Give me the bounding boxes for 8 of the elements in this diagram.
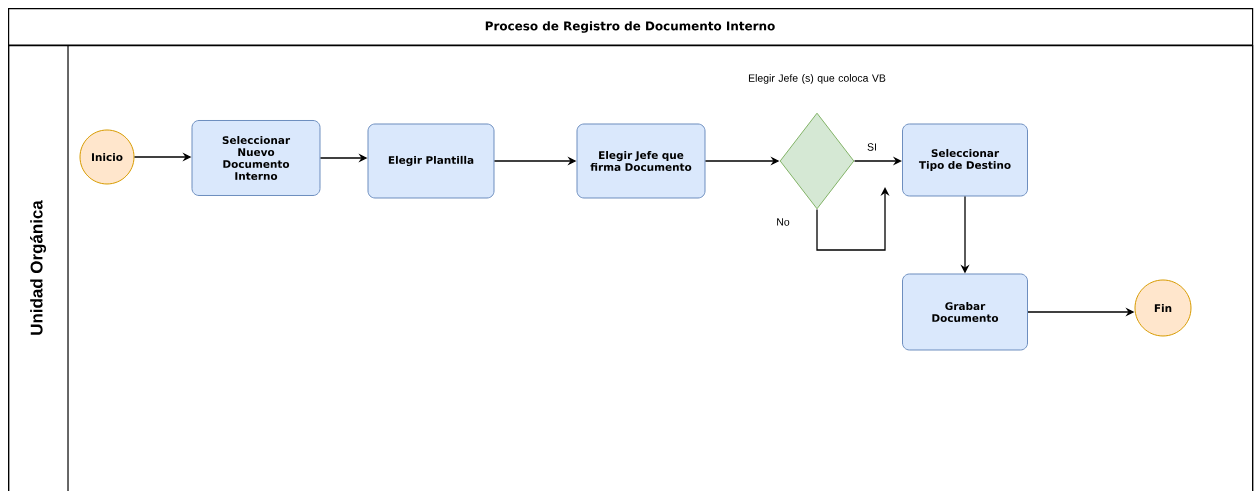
- process-box: Seleccionar Nuevo Documento Interno: [191, 120, 321, 196]
- node-label: Elegir Jefe (s) que coloca VB: [748, 74, 886, 84]
- edge-label: No: [775, 217, 791, 227]
- process-box: Grabar Documento: [902, 273, 1028, 351]
- process-box: Seleccionar Tipo de Destino: [902, 123, 1028, 197]
- process-box: Elegir Plantilla: [367, 123, 495, 199]
- process-box: Elegir Jefe que firma Documento: [576, 123, 706, 199]
- edge-label: SI: [866, 142, 878, 152]
